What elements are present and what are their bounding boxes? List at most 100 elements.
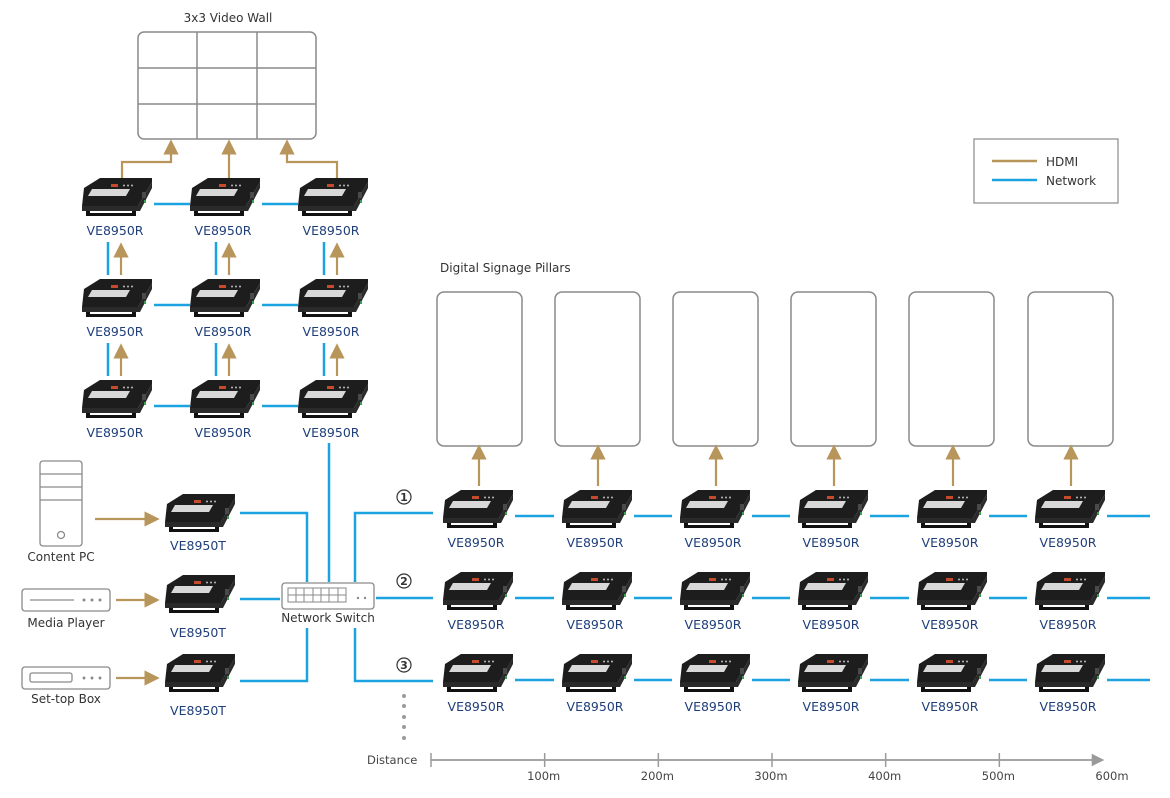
chain-3-receiver-5[interactable]: VE8950R (917, 654, 987, 714)
chain-1-receiver-6[interactable]: VE8950R (1035, 490, 1105, 550)
desktop-tower-icon (39, 460, 83, 547)
video-wall-receiver-r2-c2[interactable]: VE8950R (190, 279, 260, 339)
axis-tick-label: 600m (1095, 769, 1128, 783)
receiver-label: VE8950R (87, 425, 144, 440)
chain-badge-2: 2 (396, 573, 412, 589)
receiver-label: VE8950R (1040, 699, 1097, 714)
receiver-label: VE8950R (1040, 535, 1097, 550)
receiver-label: VE8950R (685, 699, 742, 714)
svg-text:3: 3 (400, 659, 408, 672)
chain-1-receiver-1[interactable]: VE8950R (443, 490, 513, 550)
video-wall (137, 31, 317, 140)
receiver-label: VE8950R (195, 223, 252, 238)
video-wall-receiver-r3-c1[interactable]: VE8950R (82, 380, 152, 440)
receiver-label: VE8950R (567, 699, 624, 714)
signage-pillars (436, 291, 1114, 447)
receiver-label: VE8950R (448, 617, 505, 632)
network-switch-label: Network Switch (281, 611, 375, 625)
receiver-label: VE8950R (303, 324, 360, 339)
receiver-label: VE8950R (303, 223, 360, 238)
media-player-icon (21, 588, 111, 612)
distance-axis: 100m 200m 300m 400m 500m 600m (430, 753, 1129, 783)
chain-badge-1: 1 (396, 489, 412, 505)
receiver-label: VE8950R (922, 617, 979, 632)
legend-network-label: Network (1046, 174, 1096, 188)
transmitter-media-player[interactable]: VE8950T (165, 575, 235, 640)
video-wall-receiver-r2-c3[interactable]: VE8950R (298, 279, 368, 339)
source-label-content-pc: Content PC (27, 550, 94, 564)
receiver-label: VE8950R (195, 425, 252, 440)
video-wall-hdmi-links (120, 139, 339, 178)
chain-2-receiver-6[interactable]: VE8950R (1035, 572, 1105, 632)
source-label-set-top-box: Set-top Box (31, 692, 101, 706)
network-switch-icon[interactable] (281, 582, 375, 610)
chain-3-receiver-6[interactable]: VE8950R (1035, 654, 1105, 714)
svg-text:1: 1 (400, 491, 408, 504)
axis-tick-label: 500m (982, 769, 1015, 783)
chain-1-receiver-4[interactable]: VE8950R (798, 490, 868, 550)
receiver-label: VE8950R (87, 223, 144, 238)
chain-badge-3: 3 (396, 657, 412, 673)
chain-1-receiver-5[interactable]: VE8950R (917, 490, 987, 550)
chain-2-receiver-5[interactable]: VE8950R (917, 572, 987, 632)
chain-3-receiver-2[interactable]: VE8950R (562, 654, 632, 714)
transmitter-label: VE8950T (170, 625, 226, 640)
receiver-label: VE8950R (303, 425, 360, 440)
receiver-label: VE8950R (448, 699, 505, 714)
signage-pillar-3 (672, 291, 759, 447)
chain-2-receiver-1[interactable]: VE8950R (443, 572, 513, 632)
receiver-label: VE8950R (87, 324, 144, 339)
receiver-label: VE8950R (922, 699, 979, 714)
transmitter-content-pc[interactable]: VE8950T (165, 494, 235, 553)
video-wall-receiver-r3-c2[interactable]: VE8950R (190, 380, 260, 440)
axis-tick-label: 100m (527, 769, 560, 783)
signage-pillar-4 (790, 291, 877, 447)
chain-1-receiver-2[interactable]: VE8950R (562, 490, 632, 550)
chain-3-receiver-4[interactable]: VE8950R (798, 654, 868, 714)
receiver-label: VE8950R (922, 535, 979, 550)
receiver-label: VE8950R (685, 535, 742, 550)
more-chains-ellipsis (402, 694, 406, 740)
receiver-label: VE8950R (195, 324, 252, 339)
chain-3-receiver-3[interactable]: VE8950R (680, 654, 750, 714)
legend-hdmi-label: HDMI (1046, 155, 1078, 169)
svg-text:2: 2 (400, 575, 408, 588)
signage-pillar-2 (554, 291, 641, 447)
video-wall-receiver-r2-c1[interactable]: VE8950R (82, 279, 152, 339)
chain-2-receiver-2[interactable]: VE8950R (562, 572, 632, 632)
receiver-label: VE8950R (803, 617, 860, 632)
signage-pillar-6 (1027, 291, 1114, 447)
video-wall-receiver-r3-c3[interactable]: VE8950R (298, 380, 368, 440)
source-label-media-player: Media Player (27, 616, 104, 630)
chain-3-receiver-1[interactable]: VE8950R (443, 654, 513, 714)
source-hdmi-links (95, 511, 160, 686)
receiver-label: VE8950R (567, 617, 624, 632)
video-wall-receiver-r1-c2[interactable]: VE8950R (190, 178, 260, 238)
transmitter-label: VE8950T (170, 538, 226, 553)
transmitter-network-links (240, 511, 309, 683)
receiver-label: VE8950R (567, 535, 624, 550)
receiver-chains: VE8950R VE8950R VE8950R VE8950R VE8950R VE895… (443, 444, 1150, 714)
receiver-label: VE8950R (448, 535, 505, 550)
transmitter-label: VE8950T (170, 703, 226, 718)
receiver-label: VE8950R (803, 535, 860, 550)
chain-2-receiver-4[interactable]: VE8950R (798, 572, 868, 632)
video-wall-title: 3x3 Video Wall (184, 11, 273, 25)
chain-1-receiver-3[interactable]: VE8950R (680, 490, 750, 550)
receiver-label: VE8950R (803, 699, 860, 714)
signage-pillar-1 (436, 291, 523, 447)
transmitter-set-top-box[interactable]: VE8950T (165, 654, 235, 718)
switch-chain-links (353, 511, 433, 683)
set-top-box-icon (21, 666, 111, 690)
distance-axis-label: Distance (367, 753, 417, 767)
axis-tick-label: 200m (641, 769, 674, 783)
signage-pillar-5 (908, 291, 995, 447)
receiver-label: VE8950R (1040, 617, 1097, 632)
axis-tick-label: 400m (868, 769, 901, 783)
chain-2-receiver-3[interactable]: VE8950R (680, 572, 750, 632)
video-wall-receiver-r1-c1[interactable]: VE8950R (82, 178, 152, 238)
video-wall-receiver-r1-c3[interactable]: VE8950R (298, 178, 368, 238)
receiver-label: VE8950R (685, 617, 742, 632)
axis-tick-label: 300m (754, 769, 787, 783)
